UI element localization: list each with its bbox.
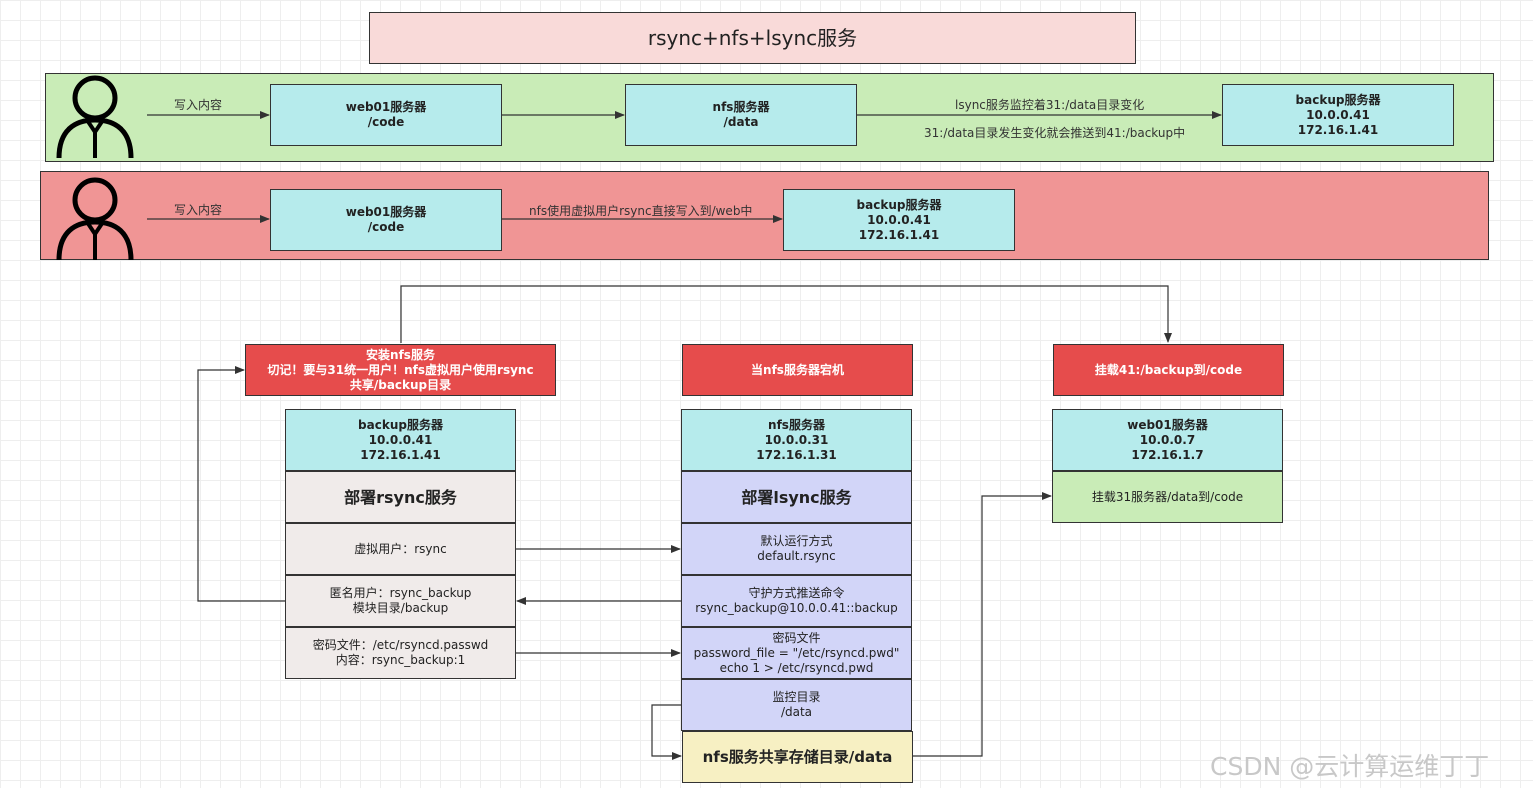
middle-daemon-cmd: 守护方式推送命令 rsync_backup@10.0.0.41::backup [681,575,912,627]
right-header: 挂载41:/backup到/code [1053,344,1284,396]
right-server-node: web01服务器 10.0.0.7 172.16.1.7 [1052,409,1283,471]
row1-write-label: 写入内容 [174,98,223,112]
middle-server-node: nfs服务器 10.0.0.31 172.16.1.31 [681,409,912,471]
middle-password: 密码文件 password_file = "/etc/rsyncd.pwd" e… [681,627,912,679]
left-server-node: backup服务器 10.0.0.41 172.16.1.41 [285,409,516,471]
watermark: CSDN @云计算运维丁丁 [1210,752,1490,781]
middle-share-dir: nfs服务共享存储目录/data [682,731,913,783]
right-mount: 挂载31服务器/data到/code [1052,471,1283,523]
diagram-title: rsync+nfs+lsync服务 [369,12,1136,64]
left-virtual-user: 虚拟用户：rsync [285,523,516,575]
left-password-file: 密码文件：/etc/rsyncd.passwd 内容：rsync_backup:… [285,627,516,679]
middle-default-run: 默认运行方式 default.rsync [681,523,912,575]
left-deploy-title: 部署rsync服务 [285,471,516,523]
middle-monitor: 监控目录 /data [681,679,912,731]
diagram-title-text: rsync+nfs+lsync服务 [647,25,858,50]
row1-edge-label-bottom: 31:/data目录发生变化就会推送到41:/backup中 [924,126,1186,140]
row2-web01-node: web01服务器 /code [270,189,502,251]
person-icon [56,177,134,261]
left-header: 安装nfs服务 切记！要与31统一用户！nfs虚拟用户使用rsync 共享/ba… [245,344,556,396]
row1-edge-label-top: lsync服务监控着31:/data目录变化 [955,98,1145,112]
middle-header: 当nfs服务器宕机 [682,344,913,396]
row2-backup-node: backup服务器 10.0.0.41 172.16.1.41 [783,189,1015,251]
left-anon-user: 匿名用户：rsync_backup 模块目录/backup [285,575,516,627]
middle-deploy-title: 部署lsync服务 [681,471,912,523]
row1-backup-node: backup服务器 10.0.0.41 172.16.1.41 [1222,84,1454,146]
row2-edge-label: nfs使用虚拟用户rsync直接写入到/web中 [529,204,753,218]
person-icon [56,75,134,159]
row2-write-label: 写入内容 [174,203,223,217]
row1-web01-node: web01服务器 /code [270,84,502,146]
row1-nfs-node: nfs服务器 /data [625,84,857,146]
